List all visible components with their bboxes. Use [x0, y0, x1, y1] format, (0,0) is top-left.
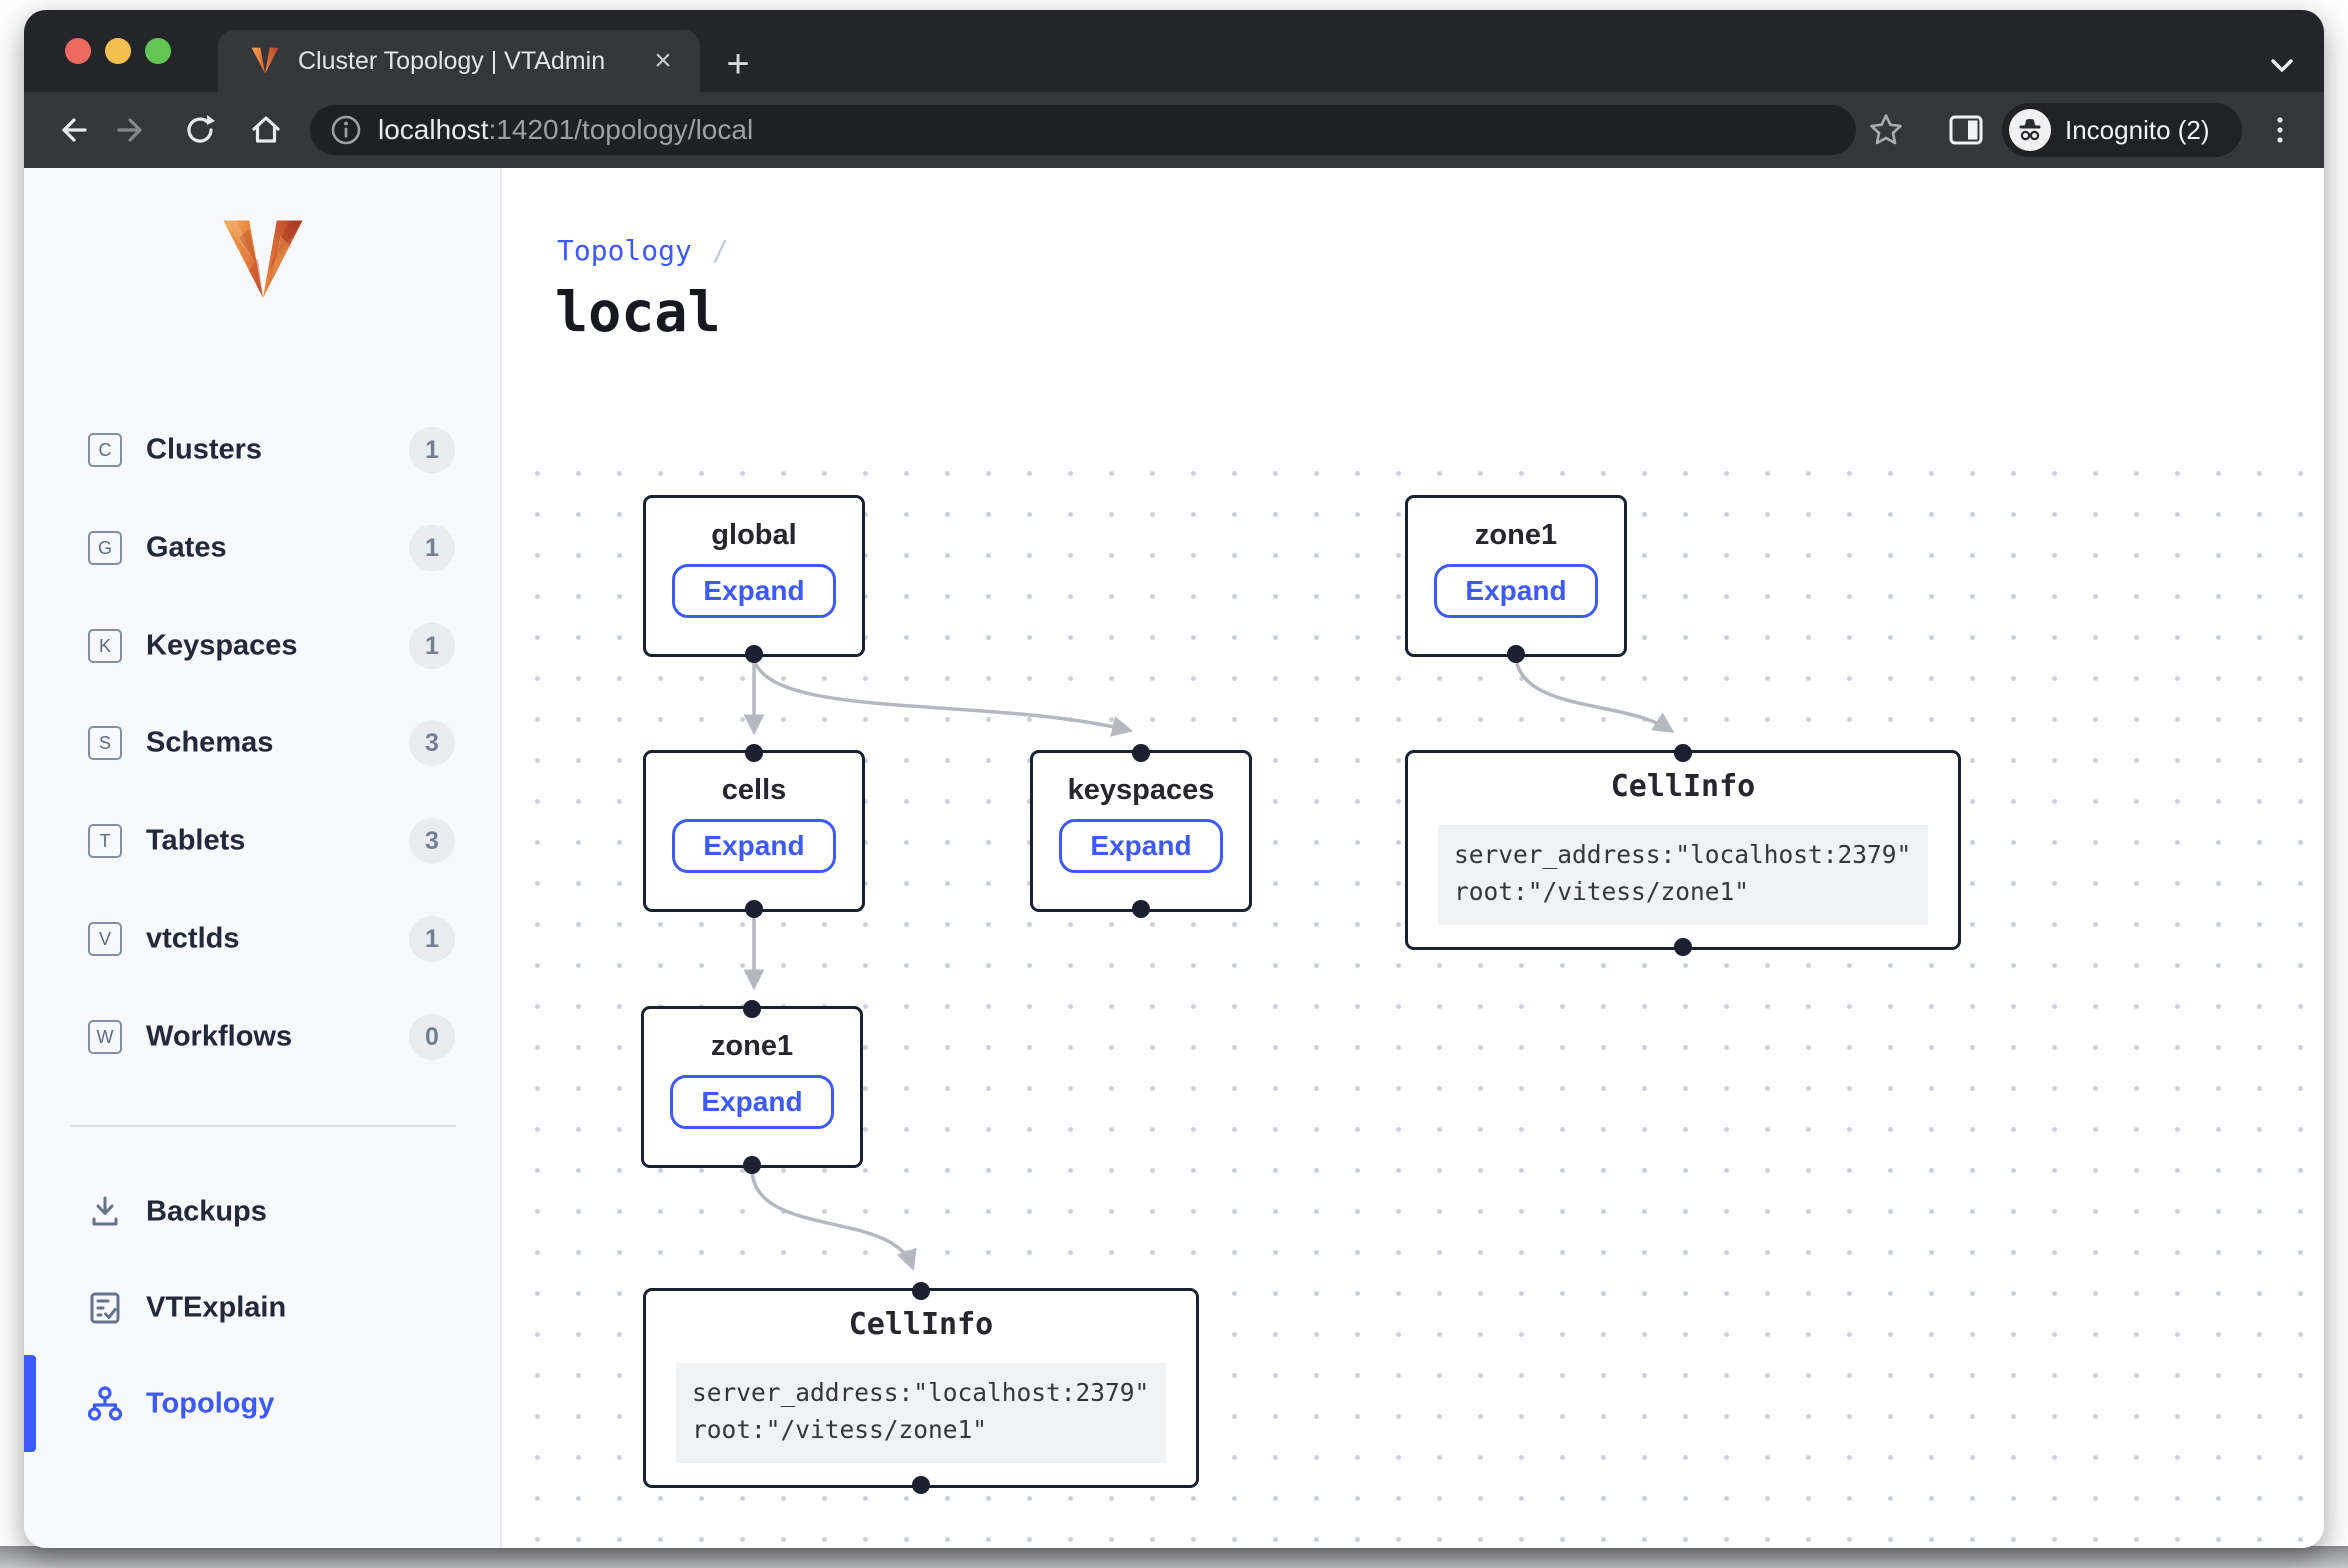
port-top — [1674, 744, 1692, 762]
keyspaces-count-badge: 1 — [409, 623, 455, 669]
url-host: localhost — [378, 114, 489, 145]
cellinfo-node-right: CellInfo server_address:"localhost:2379"… — [1405, 744, 1961, 956]
topology-graph-icon — [87, 1386, 123, 1421]
sidebar-item-keyspaces[interactable]: K Keyspaces 1 — [24, 603, 500, 689]
topology-node-zone1-top: zone1 Expand — [1405, 495, 1627, 663]
port-top — [1132, 744, 1150, 762]
expand-keyspaces-button[interactable]: Expand — [1059, 819, 1223, 873]
incognito-profile-chip[interactable]: Incognito (2) — [2002, 103, 2242, 157]
schemas-letter-icon: S — [88, 726, 122, 760]
back-button[interactable] — [50, 110, 90, 150]
sidebar-item-vtctlds[interactable]: V vtctlds 1 — [24, 896, 500, 982]
workflows-count-badge: 0 — [409, 1014, 455, 1060]
url-path: :14201/topology/local — [488, 114, 754, 145]
expand-global-button[interactable]: Expand — [672, 564, 836, 618]
tab-strip: Cluster Topology | VTAdmin × + — [24, 10, 2324, 92]
incognito-spy-icon — [2009, 109, 2051, 151]
desktop-background-strip — [0, 1546, 2348, 1568]
topology-node-global: global Expand — [643, 495, 865, 663]
site-info-icon[interactable] — [330, 114, 362, 146]
gates-letter-icon: G — [88, 531, 122, 565]
browser-tab[interactable]: Cluster Topology | VTAdmin × — [218, 30, 700, 92]
active-nav-indicator — [24, 1355, 36, 1452]
port-bottom — [743, 1156, 761, 1174]
port-bottom — [1507, 645, 1525, 663]
port-bottom — [912, 1476, 930, 1494]
document-check-icon — [90, 1292, 120, 1324]
vtctlds-letter-icon: V — [88, 922, 122, 956]
minimize-window-button[interactable] — [105, 38, 131, 64]
browser-menu-icon[interactable] — [2260, 110, 2300, 150]
side-panel-icon[interactable] — [1946, 110, 1986, 150]
sidebar-item-tablets[interactable]: T Tablets 3 — [24, 798, 500, 884]
url-text: localhost:14201/topology/local — [378, 114, 753, 146]
topology-node-cells: cells Expand — [643, 744, 865, 918]
breadcrumb-topology-link[interactable]: Topology — [557, 234, 692, 267]
sidebar-item-workflows[interactable]: W Workflows 0 — [24, 994, 500, 1080]
workflows-letter-icon: W — [88, 1020, 122, 1054]
zoom-window-button[interactable] — [145, 38, 171, 64]
bookmark-star-icon[interactable] — [1866, 110, 1906, 150]
sidebar-item-topology[interactable]: Topology — [24, 1361, 500, 1447]
clusters-letter-icon: C — [88, 433, 122, 467]
home-button[interactable] — [246, 110, 286, 150]
page-title: local — [555, 280, 721, 344]
tab-title: Cluster Topology | VTAdmin — [298, 46, 606, 75]
port-bottom — [745, 900, 763, 918]
keyspaces-letter-icon: K — [88, 629, 122, 663]
download-icon — [92, 1196, 118, 1226]
cellinfo-code-block: server_address:"localhost:2379" root:"/v… — [1438, 825, 1928, 925]
vitess-logo — [223, 220, 303, 298]
edge-zone1-cellinfo-right — [1514, 658, 1675, 733]
tablets-letter-icon: T — [88, 824, 122, 858]
port-top — [745, 744, 763, 762]
vitess-favicon-icon — [251, 47, 279, 74]
browser-toolbar: localhost:14201/topology/local Incog — [24, 92, 2324, 168]
port-bottom — [745, 645, 763, 663]
close-window-button[interactable] — [65, 38, 91, 64]
expand-cells-button[interactable]: Expand — [672, 819, 836, 873]
sidebar-item-vtexplain[interactable]: VTExplain — [24, 1265, 500, 1351]
gates-count-badge: 1 — [409, 525, 455, 571]
edge-global-keyspaces — [752, 658, 1134, 737]
sidebar-divider — [70, 1125, 456, 1127]
reload-button[interactable] — [180, 110, 220, 150]
clusters-count-badge: 1 — [409, 427, 455, 473]
sidebar-item-gates[interactable]: G Gates 1 — [24, 505, 500, 591]
cellinfo-code-block: server_address:"localhost:2379" root:"/v… — [676, 1363, 1166, 1463]
forward-button[interactable] — [114, 110, 154, 150]
schemas-count-badge: 3 — [409, 720, 455, 766]
port-top — [912, 1282, 930, 1300]
sidebar-item-schemas[interactable]: S Schemas 3 — [24, 700, 500, 786]
port-bottom — [1674, 938, 1692, 956]
cellinfo-node-lower: CellInfo server_address:"localhost:2379"… — [643, 1282, 1199, 1494]
topology-canvas: global Expand zone1 Expand cells Expand — [502, 458, 2324, 1548]
topology-edges — [743, 658, 1675, 1271]
sidebar: C Clusters 1 G Gates 1 K Keyspaces 1 S S… — [24, 168, 502, 1548]
tablets-count-badge: 3 — [409, 818, 455, 864]
breadcrumb: Topology / — [557, 234, 729, 267]
url-bar[interactable]: localhost:14201/topology/local — [310, 105, 1856, 155]
port-top — [743, 1000, 761, 1018]
main-panel: Topology / local — [502, 168, 2324, 1548]
incognito-label: Incognito (2) — [2065, 114, 2210, 145]
topology-node-zone1-lower: zone1 Expand — [641, 1000, 863, 1174]
expand-zone1-top-button[interactable]: Expand — [1434, 564, 1598, 618]
edge-zone1-cellinfo-lower — [750, 1169, 917, 1271]
close-tab-icon[interactable]: × — [654, 44, 672, 77]
sidebar-item-backups[interactable]: Backups — [24, 1169, 500, 1255]
sidebar-item-clusters[interactable]: C Clusters 1 — [24, 407, 500, 493]
topology-node-keyspaces: keyspaces Expand — [1030, 744, 1252, 918]
page-content: C Clusters 1 G Gates 1 K Keyspaces 1 S S… — [24, 168, 2324, 1548]
browser-window: Cluster Topology | VTAdmin × + — [24, 10, 2324, 1548]
port-bottom — [1132, 900, 1150, 918]
vtctlds-count-badge: 1 — [409, 916, 455, 962]
expand-zone1-lower-button[interactable]: Expand — [670, 1075, 834, 1129]
chevron-down-icon[interactable] — [2262, 48, 2302, 82]
breadcrumb-separator: / — [711, 234, 729, 267]
new-tab-button[interactable]: + — [726, 42, 750, 86]
